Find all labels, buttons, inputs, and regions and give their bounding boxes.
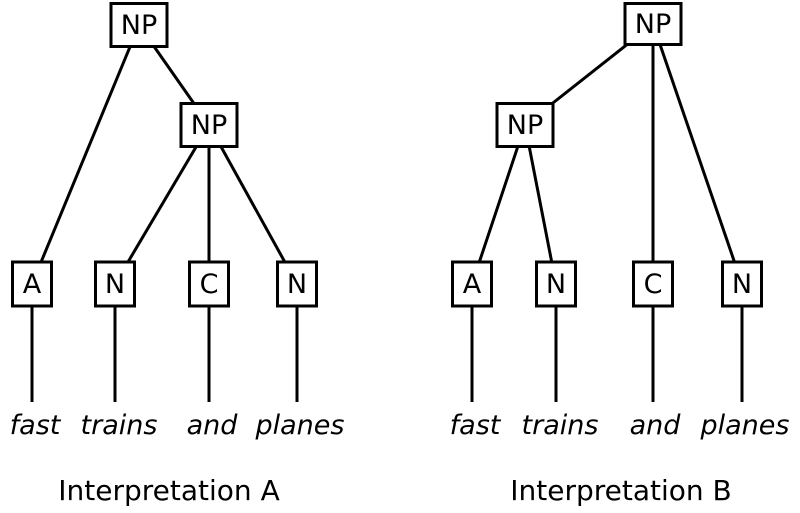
tree-node-box xyxy=(188,260,230,308)
tree-node-label: N xyxy=(546,269,566,300)
tree-node-box xyxy=(495,102,555,148)
tree-node-label: NP xyxy=(507,110,543,141)
leaf-word: trains xyxy=(522,410,599,441)
tree-node-label: C xyxy=(644,269,663,300)
tree-node-box xyxy=(276,260,318,308)
leaf-word: planes xyxy=(700,410,790,441)
tree-node-label: N xyxy=(732,269,752,300)
tree-node-label: NP xyxy=(121,10,157,41)
tree-node-box xyxy=(94,260,136,308)
leaf-word: trains xyxy=(81,410,158,441)
caption-interpretation-b: Interpretation B xyxy=(510,474,732,507)
tree-node-label: N xyxy=(287,269,307,300)
tree-edge xyxy=(523,124,558,285)
tree-edge xyxy=(470,124,527,285)
tree-node-box xyxy=(721,260,763,308)
leaf-word: fast xyxy=(450,410,502,441)
tree-node-box xyxy=(535,260,577,308)
leaf-word: and xyxy=(187,410,239,441)
tree-node-box xyxy=(11,260,53,308)
caption-interpretation-a: Interpretation A xyxy=(58,474,280,507)
tree-node-label: N xyxy=(105,269,125,300)
tree-node-label: A xyxy=(23,269,42,300)
tree-edge xyxy=(30,24,141,285)
leaf-word: fast xyxy=(10,410,62,441)
leaf-word: planes xyxy=(255,410,345,441)
tree-edge xyxy=(207,124,299,285)
tree-node-label: NP xyxy=(635,9,671,40)
tree-node-box xyxy=(451,260,493,308)
tree-node-box xyxy=(632,260,674,308)
tree-node-box xyxy=(179,102,239,148)
tree-node-box xyxy=(109,2,169,48)
tree-node-label: C xyxy=(200,269,219,300)
tree-node-label: A xyxy=(463,269,482,300)
tree-node-box xyxy=(623,2,683,46)
leaf-word: and xyxy=(630,410,682,441)
tree-edge xyxy=(651,23,744,285)
tree-node-label: NP xyxy=(191,110,227,141)
tree-edge xyxy=(113,124,211,285)
